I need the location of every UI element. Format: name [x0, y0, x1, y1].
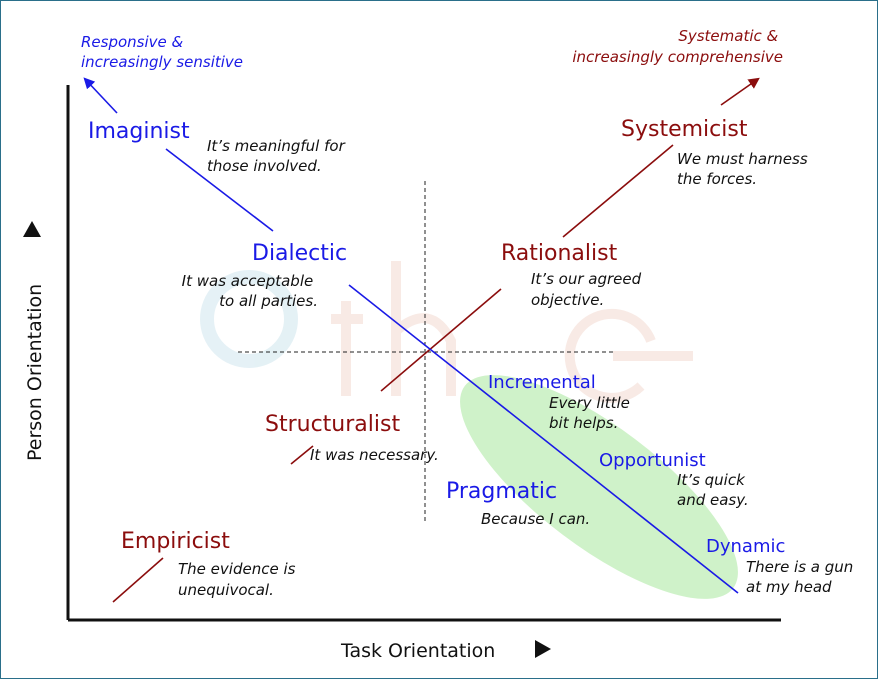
quote-empiricist: The evidence is unequivocal.: [178, 560, 300, 599]
label-incremental: Incremental: [488, 372, 596, 393]
blue-diagonal-main: [348, 284, 739, 594]
quote-structuralist: It was necessary.: [310, 446, 439, 464]
x-axis-label: Task Orientation: [340, 640, 495, 662]
label-empiricist: Empiricist: [121, 529, 230, 554]
label-opportunist: Opportunist: [599, 450, 706, 471]
quote-pragmatic: Because I can.: [481, 510, 590, 528]
quote-opportunist: It’s quick and easy.: [677, 471, 750, 509]
highlight-ellipse: [460, 375, 738, 599]
red-diagonal-center: [380, 288, 502, 392]
red-arrow-line: [720, 77, 760, 106]
note-top-right: Systematic & increasingly comprehensive: [572, 27, 783, 66]
y-axis-label: Person Orientation: [24, 284, 46, 461]
blue-diagonal-upper: [165, 148, 274, 232]
note-top-left: Responsive & increasingly sensitive: [81, 33, 243, 71]
label-pragmatic: Pragmatic: [446, 479, 557, 504]
quote-imaginist: It’s meaningful for those involved.: [207, 137, 350, 175]
label-systemicist: Systemicist: [621, 117, 748, 142]
label-imaginist: Imaginist: [88, 119, 190, 144]
label-dialectic: Dialectic: [252, 241, 347, 266]
quote-dynamic: There is a gun at my head: [746, 558, 858, 596]
red-diagonal-middle: [290, 445, 314, 465]
red-diagonal-upper: [562, 144, 674, 238]
label-structuralist: Structuralist: [265, 412, 400, 437]
watermark-logo: [200, 261, 693, 403]
red-diagonal-lower: [112, 557, 164, 603]
quote-rationalist: It’s our agreed objective.: [531, 270, 646, 309]
blue-arrow-line: [83, 77, 118, 114]
quote-systemicist: We must harness the forces.: [677, 150, 812, 188]
label-dynamic: Dynamic: [706, 536, 785, 557]
x-axis-arrow-icon: [535, 640, 551, 658]
quote-incremental: Every little bit helps.: [549, 394, 635, 432]
label-rationalist: Rationalist: [501, 241, 618, 266]
y-axis-arrow-icon: [23, 221, 41, 237]
quote-dialectic: It was acceptable to all parties.: [182, 272, 318, 310]
